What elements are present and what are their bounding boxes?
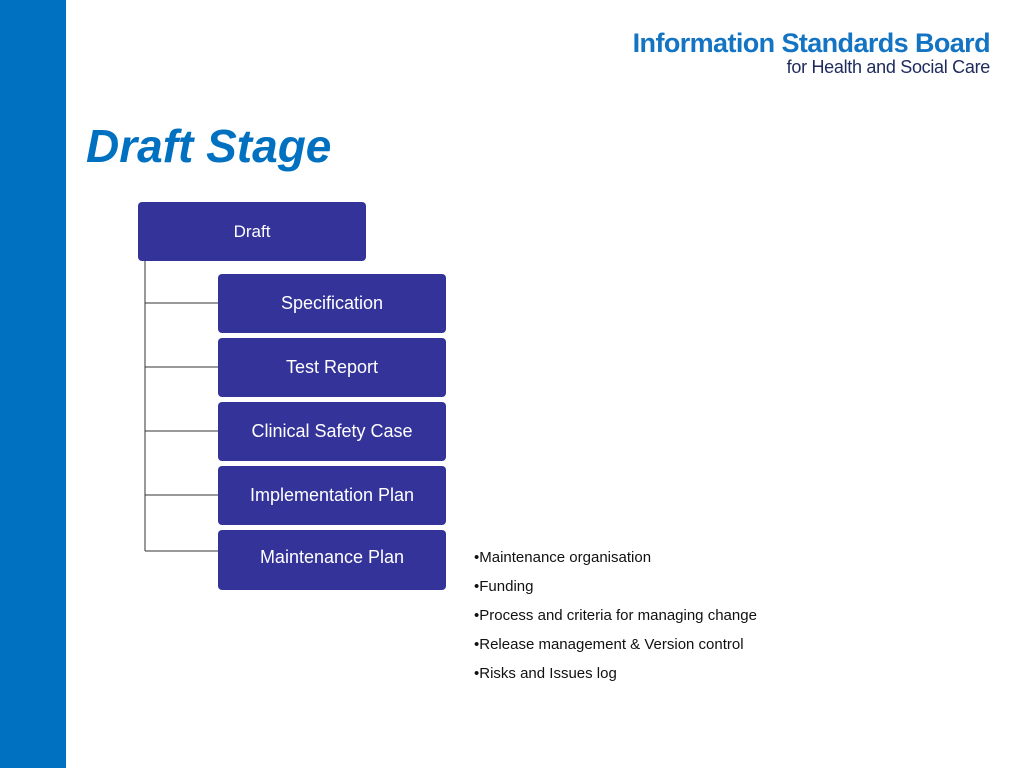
slide-title: Draft Stage [86, 120, 332, 172]
maintenance-plan-details: •Maintenance organisation •Funding •Proc… [474, 547, 757, 692]
logo-name: Information Standards Board [632, 28, 991, 58]
logo-tagline: for Health and Social Care [786, 57, 991, 77]
node-test-report: Test Report [218, 338, 446, 397]
node-clinical-safety-case: Clinical Safety Case [218, 402, 446, 461]
node-maintenance-plan: Maintenance Plan [218, 530, 446, 590]
left-accent-bar [0, 0, 66, 768]
organisation-logo: Information Standards Board for Health a… [632, 28, 991, 77]
list-item: •Funding [474, 578, 534, 595]
node-implementation-plan: Implementation Plan [218, 466, 446, 525]
list-item: •Release management & Version control [474, 636, 744, 653]
list-item: •Risks and Issues log [474, 665, 617, 682]
node-specification: Specification [218, 274, 446, 333]
list-item: •Process and criteria for managing chang… [474, 607, 757, 624]
list-item: •Maintenance organisation [474, 549, 652, 566]
node-draft: Draft [138, 202, 366, 261]
